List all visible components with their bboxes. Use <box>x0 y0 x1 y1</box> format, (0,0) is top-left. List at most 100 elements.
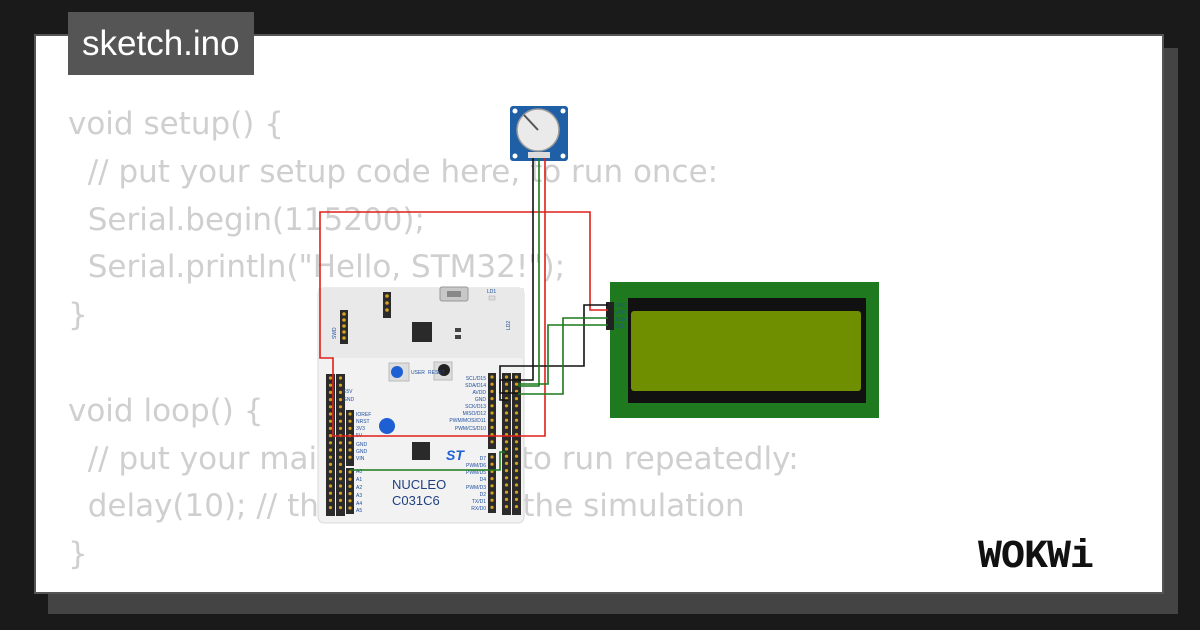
code-line: Serial.begin(115200); <box>68 201 425 238</box>
header-pin <box>328 477 333 481</box>
code-line: } <box>68 536 88 573</box>
left-header-inner <box>346 410 354 514</box>
pin-label-d6: PWM/D6 <box>466 463 486 469</box>
header-pin <box>348 492 352 496</box>
swd-label: SWD <box>332 327 338 339</box>
code-line: // put your setup code here, to run once… <box>68 153 719 190</box>
board-model: C031C6 <box>392 493 440 508</box>
lcd-i2c-header <box>606 302 614 330</box>
header-pin <box>348 499 352 503</box>
code-line: delay(10); // this speeds up the simulat… <box>87 488 745 525</box>
wokwi-logo-text: WOKWi <box>978 535 1093 574</box>
pin-label-d4: D4 <box>480 477 487 483</box>
header-pin <box>504 454 509 458</box>
header-pin <box>328 498 333 502</box>
header-pin <box>504 461 509 465</box>
pin-label-sck: SCK/D13 <box>465 404 486 410</box>
pin-label-gnd-b: GND <box>356 449 368 455</box>
header-pin <box>514 404 519 408</box>
header-pin <box>338 405 343 409</box>
pin-label-scl: SCL/D15 <box>466 376 487 382</box>
header-pin <box>490 382 494 386</box>
header-pin <box>338 484 343 488</box>
wire-green-scl[interactable] <box>518 324 608 385</box>
pin-label-a5: A5 <box>356 508 362 514</box>
header-pin <box>504 490 509 494</box>
header-pin <box>338 426 343 430</box>
header-pin <box>514 454 519 458</box>
lcd-pin-scl: SCL <box>615 324 625 330</box>
sketch-file-tab[interactable]: sketch.ino <box>68 12 254 75</box>
header-pin <box>328 398 333 402</box>
header-pin <box>514 425 519 429</box>
share-card <box>34 34 1164 594</box>
header-pin <box>514 461 519 465</box>
pin-label-a2: A2 <box>356 485 362 491</box>
header-pin <box>514 397 519 401</box>
wokwi-logo[interactable]: WOKWi <box>978 530 1153 574</box>
header-pin <box>490 462 494 466</box>
vdd-jumper <box>383 292 391 318</box>
potentiometer[interactable] <box>510 106 568 161</box>
lcd-display[interactable]: GND VCC SDA SCL <box>606 282 879 418</box>
header-pin <box>338 462 343 466</box>
header-pin <box>504 483 509 487</box>
user-label: USER <box>411 370 425 376</box>
header-pin <box>490 484 494 488</box>
user-button-cap[interactable] <box>391 366 403 378</box>
mbed-logo <box>379 418 395 434</box>
pin-label-a4: A4 <box>356 501 362 507</box>
pin-label-d7: D7 <box>480 456 487 462</box>
code-line: void setup() { <box>68 106 284 142</box>
header-pin <box>514 440 519 444</box>
board-name: NUCLEO <box>392 477 446 492</box>
wire-green-sig-pot[interactable] <box>518 158 540 387</box>
lcd-pin-vcc: VCC <box>615 310 626 316</box>
header-pin <box>504 505 509 509</box>
header-pin <box>328 412 333 416</box>
header-pin <box>490 418 494 422</box>
pin-label-ioref: IOREF <box>356 412 371 418</box>
header-pin <box>490 477 494 481</box>
reset-button-cap[interactable] <box>438 364 450 376</box>
pot-pin-header <box>528 152 550 158</box>
header-pin <box>348 477 352 481</box>
wire-green-a0[interactable] <box>350 451 505 471</box>
lcd-pin-gnd: GND <box>615 303 627 309</box>
reset-label: RESET <box>428 370 445 376</box>
wire-red-vcc-pot[interactable] <box>332 158 546 437</box>
header-pin <box>328 470 333 474</box>
pin-label-d5: PWM/D5 <box>466 470 486 476</box>
wire-green-sda[interactable] <box>518 317 608 395</box>
lcd-screen <box>631 311 861 391</box>
ld1-led <box>488 295 496 301</box>
pin-label-tx: TX/D1 <box>472 499 486 505</box>
wire-black-gnd-lcd[interactable] <box>499 304 608 401</box>
pin-label-d3: PWM/D3 <box>466 485 486 491</box>
header-pin <box>328 434 333 438</box>
header-pin <box>328 426 333 430</box>
pin-label-nrst: NRST <box>356 419 370 425</box>
header-pin <box>514 483 519 487</box>
header-pin <box>328 506 333 510</box>
left-header-outer <box>326 374 345 516</box>
header-pin <box>338 383 343 387</box>
header-pin <box>328 491 333 495</box>
header-pin <box>504 404 509 408</box>
header-pin <box>514 476 519 480</box>
header-pin <box>514 469 519 473</box>
header-pin <box>338 455 343 459</box>
header-pin <box>348 506 352 510</box>
wires <box>319 158 608 471</box>
nucleo-board[interactable]: SWD LD1 LD2 USER RESET ST NUCLEO C031C6 <box>317 286 525 524</box>
header-pin <box>504 497 509 501</box>
header-pin <box>348 441 352 445</box>
header-pin <box>490 505 494 509</box>
code-editor[interactable]: void setup() { // put your setup code he… <box>68 101 1068 579</box>
header-pin <box>338 376 343 380</box>
header-pin <box>338 498 343 502</box>
wire-red-vcc-lcd[interactable] <box>319 211 608 374</box>
pin-label-gnd-a: GND <box>356 442 368 448</box>
header-pin <box>514 382 519 386</box>
